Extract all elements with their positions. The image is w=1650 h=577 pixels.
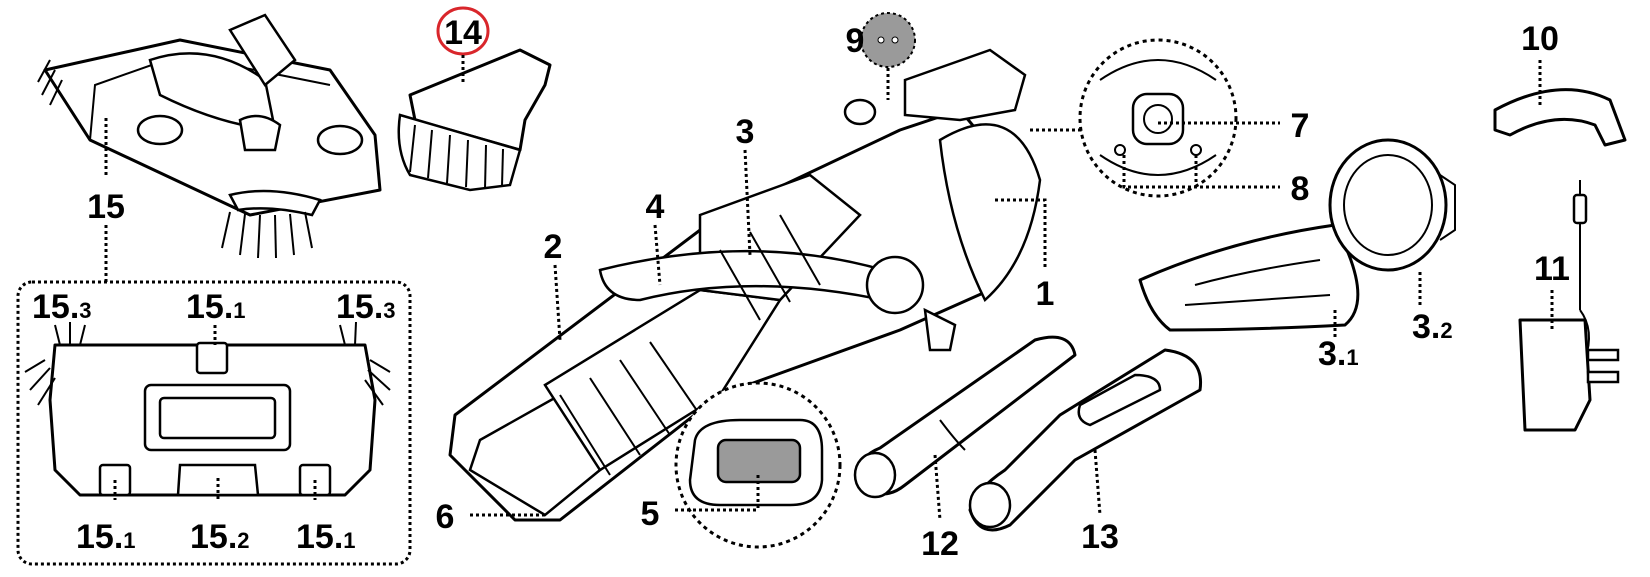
nozzle-detail-box [16,280,412,566]
label-15-1-top: 15.1 [186,288,246,326]
label-7: 7 [1291,107,1310,145]
part-labels: 15 14 2 4 3 9 1 7 8 10 11 5 6 12 13 3.1 … [32,14,1570,563]
floor-nozzle-part [37,13,382,259]
label-15-3-right: 15.3 [336,288,396,326]
wall-clip-part [1493,88,1627,147]
highlight-circle [436,6,490,56]
label-2: 2 [544,228,563,266]
label-3: 3 [736,113,755,151]
label-15: 15 [87,188,125,226]
filter-bag-part [1138,223,1360,332]
charger-part [1518,180,1620,432]
label-15-1-right: 15.1 [296,518,356,556]
label-6: 6 [436,498,455,536]
label-1: 1 [1036,275,1055,313]
extension-tube-part [853,335,1077,499]
label-14: 14 [444,14,482,52]
brush-nozzle-part [397,48,552,192]
label-3-2: 3.2 [1412,308,1453,346]
crevice-tool-part [968,348,1203,532]
filter-cap-part [860,12,916,68]
leader-lines [104,55,1554,521]
label-9: 9 [846,22,865,60]
label-11: 11 [1534,250,1570,288]
label-12: 12 [921,525,959,563]
label-13: 13 [1081,518,1119,556]
filter-ring-part [1328,138,1456,272]
label-3-1: 3.1 [1318,335,1359,373]
filter-window-detail-circle [674,381,842,549]
label-8: 8 [1291,170,1310,208]
label-15-2: 15.2 [190,518,250,556]
label-15-1-left: 15.1 [76,518,136,556]
handheld-body-part [448,48,1042,522]
label-10: 10 [1521,20,1559,58]
label-5: 5 [641,495,660,533]
label-4: 4 [646,188,665,226]
battery-detail-circle [1078,38,1238,198]
label-15-3-left: 15.3 [32,288,92,326]
